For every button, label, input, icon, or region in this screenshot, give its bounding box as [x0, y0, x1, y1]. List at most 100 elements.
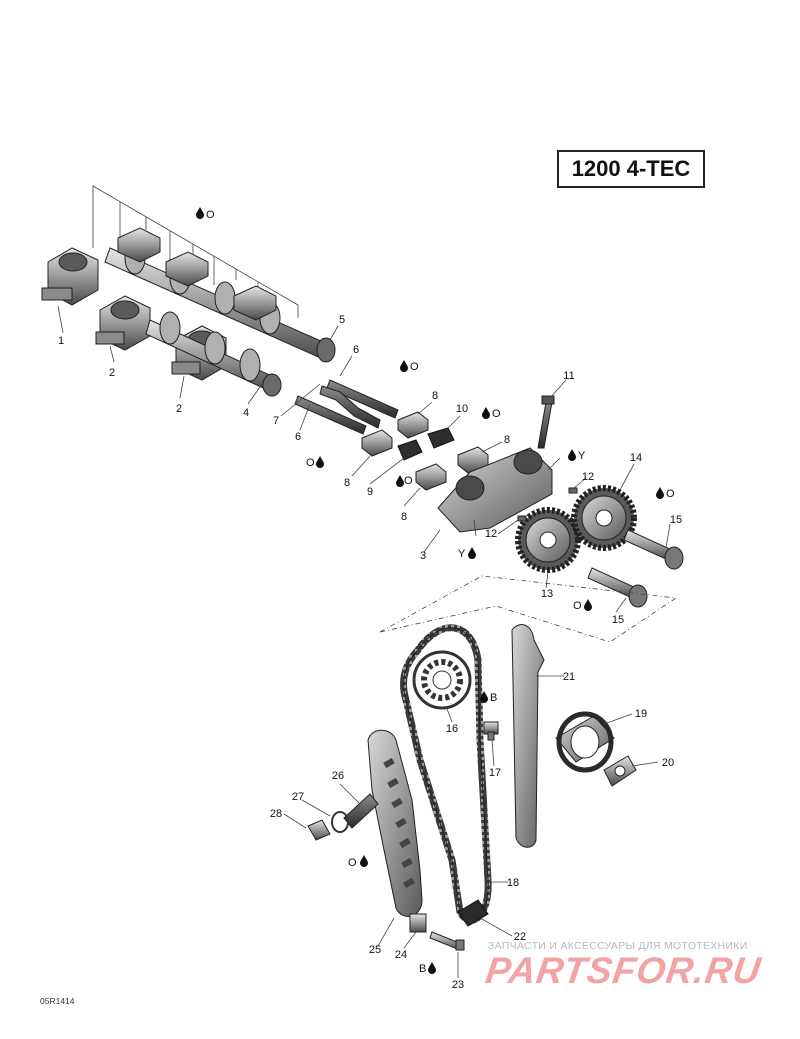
camshaft-bracket-lines [92, 185, 299, 318]
callout-15: 15 [670, 514, 682, 526]
callout-3: 3 [420, 550, 426, 562]
rocker-shaft-upper [326, 379, 399, 419]
callout-25: 25 [369, 944, 381, 956]
callout-19: 19 [635, 708, 647, 720]
callout-2: 2 [109, 367, 115, 379]
lube-symbol: O [482, 407, 501, 420]
callout-27: 27 [292, 791, 304, 803]
camshaft-upper-bearing-blocks [117, 227, 277, 321]
callout-6-second: 6 [295, 431, 301, 443]
dowel-pins [517, 487, 578, 522]
callout-4: 4 [243, 407, 249, 419]
callout-1: 1 [58, 335, 64, 347]
callout-2-second: 2 [176, 403, 182, 415]
callout-22: 22 [514, 931, 526, 943]
lube-symbol: Y [458, 547, 476, 560]
callout-28: 28 [270, 808, 282, 820]
assembly-dashed-outline [379, 575, 678, 643]
svg-text:B: B [419, 963, 426, 975]
timing-gear-13 [515, 507, 581, 573]
valve-adjuster-9 [397, 439, 423, 461]
model-label: 1200 4-TEC [557, 150, 705, 188]
callout-6: 6 [353, 344, 359, 356]
lube-symbol: O [348, 855, 368, 869]
svg-text:Y: Y [578, 450, 586, 462]
support-bolt [537, 395, 555, 449]
svg-text:O: O [492, 408, 501, 420]
gear-bolt-lower [587, 567, 648, 608]
svg-text:B: B [490, 692, 497, 704]
lube-symbol: O [396, 475, 413, 487]
callout-18: 18 [507, 877, 519, 889]
lube-symbol: Y [568, 449, 586, 462]
spacer-washer [603, 755, 637, 787]
guide-support [457, 899, 489, 927]
rocker-arm-c [361, 429, 393, 457]
guide-sleeve [409, 913, 427, 933]
svg-text:O: O [404, 475, 413, 487]
lube-symbol: B [419, 962, 436, 975]
callout-7: 7 [273, 415, 279, 427]
lube-symbols: O O O O O Y Y O O B O B [196, 207, 675, 975]
callout-23: 23 [452, 979, 464, 991]
callout-13: 13 [541, 588, 553, 600]
callout-14: 14 [630, 452, 642, 464]
callout-8-second: 8 [504, 434, 510, 446]
timing-gear-14 [571, 485, 637, 551]
camshaft-cap-1 [41, 247, 99, 306]
tensioner-plug [307, 819, 331, 841]
svg-text:O: O [306, 457, 315, 469]
svg-text:O: O [666, 488, 675, 500]
guide-screw [429, 931, 465, 951]
callout-12: 12 [582, 471, 594, 483]
callout-10: 10 [456, 403, 468, 415]
valve-adjuster-10 [427, 427, 455, 449]
callout-15-second: 15 [612, 614, 624, 626]
watermark-brand: PARTSFOR.RU [483, 950, 764, 991]
lube-symbol: O [573, 599, 592, 612]
callout-20: 20 [662, 757, 674, 769]
bearing-support [437, 447, 553, 533]
callout-16: 16 [446, 723, 458, 735]
lube-symbol: O [196, 207, 215, 221]
svg-text:O: O [410, 361, 419, 373]
reference-code: 05R1414 [40, 996, 75, 1006]
lube-symbol: O [656, 487, 675, 500]
tensioner-plunger [343, 793, 379, 829]
rocker-arm-d [415, 463, 447, 491]
callout-12-second: 12 [485, 528, 497, 540]
callout-8-third: 8 [344, 477, 350, 489]
gear-bolt-upper [623, 529, 684, 570]
chain-guide-fixed [511, 624, 545, 848]
callout-17: 17 [489, 767, 501, 779]
svg-text:O: O [206, 209, 215, 221]
sprocket-screw [483, 721, 499, 741]
callout-numbers: 1 2 2 4 5 6 7 6 8 10 8 8 9 8 11 12 14 12… [58, 314, 682, 991]
callout-8-fourth: 8 [401, 511, 407, 523]
callout-11: 11 [563, 370, 574, 382]
callout-21: 21 [563, 671, 575, 683]
callout-26: 26 [332, 770, 344, 782]
callout-24: 24 [395, 949, 407, 961]
lube-symbol: O [306, 456, 324, 469]
watermark-tagline: ЗАПЧАСТИ И АКСЕССУАРЫ ДЛЯ МОТОТЕХНИКИ [488, 940, 748, 952]
callout-5: 5 [339, 314, 345, 326]
callout-9: 9 [367, 486, 373, 498]
rocker-shaft-lower [294, 395, 367, 435]
chain-sprocket [412, 650, 472, 710]
svg-text:O: O [348, 857, 357, 869]
camshaft-intake [145, 311, 282, 397]
rocker-arm-a [397, 411, 429, 439]
lube-symbol: O [400, 360, 419, 373]
oil-tube [319, 385, 381, 429]
callout-8: 8 [432, 390, 438, 402]
trigger-wheel [555, 711, 615, 773]
svg-text:O: O [573, 600, 582, 612]
tensioner-guide [367, 729, 423, 917]
o-ring [331, 811, 349, 833]
camshaft-cap-2a [95, 295, 151, 351]
svg-text:Y: Y [458, 548, 466, 560]
leader-lines [57, 305, 671, 978]
